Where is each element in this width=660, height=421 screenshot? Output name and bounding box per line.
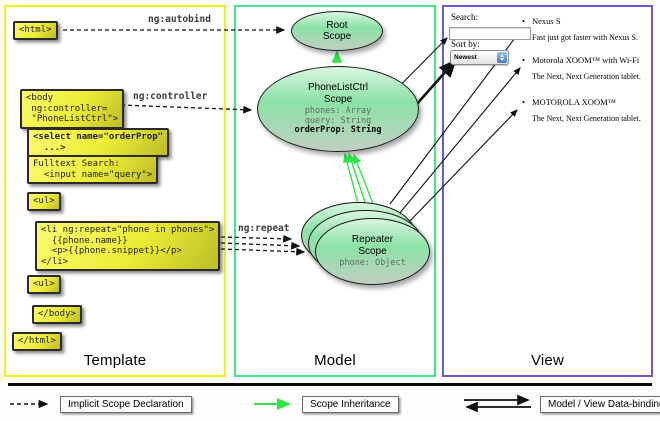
phone-list-item: • Nexus S Fast just got faster with Nexus… (522, 16, 648, 42)
phone-list-item: • Motorola XOOM™ with Wi-Fi The Next, Nex… (522, 55, 648, 81)
legend-data-binding: Model / View Data-binding (540, 396, 660, 413)
code-html-close: </html> (12, 332, 62, 351)
phone-snippet: The Next, Next Generation tablet. (532, 114, 641, 123)
phonelistctrl-scope-title: PhoneListCtrl Scope (307, 82, 369, 105)
bullet-icon: • (522, 55, 525, 65)
code-li-repeat: <li ng:repeat="phone in phones"> {{phone… (35, 221, 221, 271)
label-ng-controller: ng:controller (133, 91, 208, 102)
code-ul-open: <ul> (27, 192, 61, 211)
bullet-icon: • (522, 16, 525, 26)
code-body-open: <body ng:controller= "PhoneListCtrl"> (20, 89, 125, 129)
phone-name: Motorola XOOM™ with Wi-Fi (532, 55, 640, 65)
sort-select-value: Newest (454, 54, 477, 61)
repeater-scope-title: Repeater Scope (351, 234, 394, 257)
repeater-scope-ellipse: Repeater Scope phone: Object (315, 218, 430, 285)
search-label: Search: (451, 12, 478, 22)
model-column-label: Model (314, 352, 356, 369)
phone-name: MOTOROLA XOOM™ (532, 97, 616, 107)
phonelistctrl-scope-ellipse: PhoneListCtrl Scope phones: Array query:… (257, 66, 419, 152)
prop-orderprop: orderProp: String (294, 125, 382, 136)
code-select: <select name="orderProp" ...> (27, 128, 170, 157)
prop-phones: phones: Array (304, 106, 372, 117)
bullet-icon: • (522, 97, 525, 107)
code-body-close: </body> (32, 305, 82, 324)
prop-query: query: String (304, 115, 372, 126)
root-scope-ellipse: Root Scope (291, 11, 383, 51)
phone-name: Nexus S (532, 16, 561, 26)
root-scope-title: Root Scope (322, 19, 352, 43)
sort-select[interactable]: Newest (450, 50, 509, 65)
repeater-scope-prop: phone: Object (339, 258, 406, 269)
code-html-open: <html> (13, 21, 58, 40)
stepper-icon (497, 52, 507, 63)
legend-scope-inheritance: Scope Inheritance (302, 396, 399, 413)
phone-snippet: Fast just got faster with Nexus S. (532, 33, 638, 42)
legend-divider (8, 383, 652, 386)
phonelistctrl-scope-props: phones: Array query: String orderProp: S… (295, 107, 382, 136)
view-column-label: View (530, 352, 565, 369)
code-fulltext-search: Fulltext Search: <input name="query"> (27, 155, 159, 184)
legend-implicit-scope: Implicit Scope Declaration (60, 396, 192, 413)
phone-snippet: The Next, Next Generation tablet. (532, 72, 641, 81)
label-ng-autobind: ng:autobind (148, 14, 211, 25)
phone-list-item: • MOTOROLA XOOM™ The Next, Next Generatio… (522, 97, 648, 123)
label-ng-repeat: ng:repeat (238, 223, 290, 234)
code-ul-close: <ul> (27, 275, 61, 294)
sort-by-label: Sort by: (451, 39, 480, 49)
template-column-label: Template (83, 352, 147, 369)
